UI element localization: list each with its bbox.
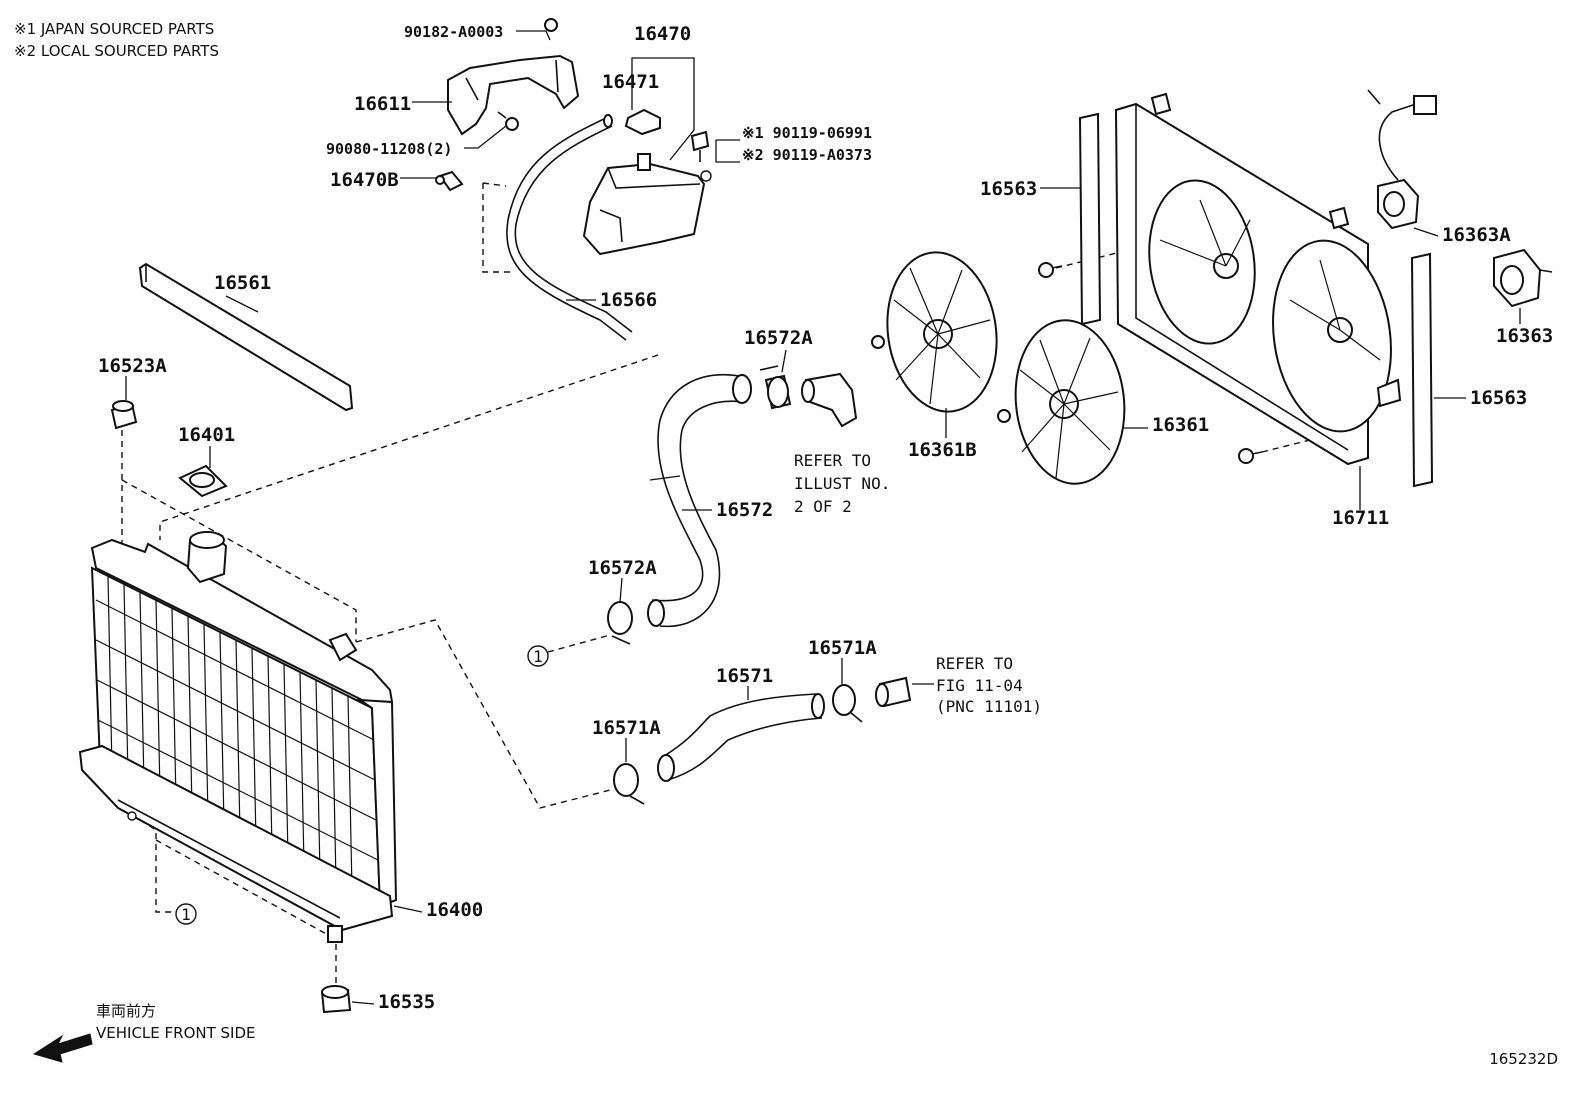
- label-16566: 16566: [600, 289, 657, 311]
- label-16563-left: 16563: [980, 178, 1037, 200]
- cooling-fan-left[interactable]: [871, 245, 1007, 418]
- refer-illust-line1: REFER TO: [794, 451, 871, 470]
- label-16401: 16401: [178, 424, 235, 446]
- label-16563-right: 16563: [1470, 387, 1527, 409]
- label-16363A: 16363A: [1442, 224, 1511, 246]
- reservoir-overflow-hose[interactable]: [506, 114, 633, 341]
- label-16611: 16611: [354, 93, 411, 115]
- label-16561: 16561: [214, 272, 271, 294]
- reservoir-tank[interactable]: [582, 153, 712, 256]
- refer-illust-line2: ILLUST NO.: [794, 474, 890, 493]
- overflow-hose-clamp[interactable]: [435, 170, 464, 192]
- lower-hose-clamp-bottom[interactable]: [613, 763, 645, 805]
- radiator[interactable]: [78, 531, 398, 943]
- label-16711: 16711: [1332, 507, 1389, 529]
- vehicle-front-arrow-icon: [32, 1033, 93, 1063]
- svg-text:1: 1: [533, 647, 543, 666]
- leader-lines: [125, 30, 1521, 1005]
- radiator-lower-cushion[interactable]: [320, 985, 352, 1014]
- note-local-sourced: ※2 LOCAL SOURCED PARTS: [14, 42, 219, 60]
- refer-fig-line2: FIG 11-04: [936, 676, 1023, 695]
- label-16363: 16363: [1496, 325, 1553, 347]
- radiator-upper-hose[interactable]: [647, 374, 752, 628]
- upper-hose-clamp-bottom[interactable]: [607, 601, 633, 645]
- engine-inlet-pipe[interactable]: [875, 676, 912, 708]
- label-90119-06991: ※1 90119-06991: [742, 124, 872, 142]
- radiator-lower-hose[interactable]: [657, 693, 825, 782]
- refer-fig-line3: (PNC 11101): [936, 697, 1042, 716]
- note-japan-sourced: ※1 JAPAN SOURCED PARTS: [14, 20, 215, 38]
- illustration-id: 165232D: [1489, 1050, 1558, 1068]
- water-outlet[interactable]: [801, 372, 858, 428]
- label-16523A: 16523A: [98, 355, 167, 377]
- label-90080-11208: 90080-11208(2): [326, 140, 452, 158]
- label-16470: 16470: [634, 23, 691, 45]
- shroud-seal-left[interactable]: [1078, 112, 1102, 326]
- label-16361: 16361: [1152, 414, 1209, 436]
- label-16361B: 16361B: [908, 439, 977, 461]
- svg-text:1: 1: [181, 905, 191, 924]
- cooling-fan-right[interactable]: [997, 315, 1132, 489]
- label-16572A-bottom: 16572A: [588, 557, 657, 579]
- label-16471: 16471: [602, 71, 659, 93]
- label-16571A-bottom: 16571A: [592, 717, 661, 739]
- label-90119-A0373: ※2 90119-A0373: [742, 146, 872, 164]
- shroud-bolt-bottom[interactable]: [1238, 448, 1263, 464]
- shroud-seal-right[interactable]: [1410, 252, 1434, 488]
- label-16572: 16572: [716, 499, 773, 521]
- vehicle-front-english: VEHICLE FRONT SIDE: [96, 1024, 256, 1042]
- connector-marker-radiator: 1: [175, 903, 197, 925]
- upper-hose-clamp-top[interactable]: [759, 365, 792, 410]
- radiator-seal-strip[interactable]: [138, 262, 354, 412]
- radiator-upper-cushion[interactable]: [110, 400, 138, 430]
- label-16572A-top: 16572A: [744, 327, 813, 349]
- refer-fig-line1: REFER TO: [936, 654, 1013, 673]
- radiator-core-fins: [95, 575, 379, 891]
- label-16571A-top: 16571A: [808, 637, 877, 659]
- connector-marker-hose: 1: [527, 645, 549, 667]
- label-16470B: 16470B: [330, 169, 399, 191]
- label-90182-A0003: 90182-A0003: [404, 23, 503, 41]
- fan-motor[interactable]: [1493, 248, 1553, 308]
- label-16571: 16571: [716, 665, 773, 687]
- vehicle-front-japanese: 車両前方: [96, 1002, 156, 1020]
- fan-shroud[interactable]: [1114, 92, 1403, 466]
- label-16400: 16400: [426, 899, 483, 921]
- shroud-bolt-top[interactable]: [1038, 262, 1063, 278]
- reservoir-mount-bolt[interactable]: [690, 130, 710, 162]
- refer-illust-line3: 2 OF 2: [794, 497, 852, 516]
- reservoir-bracket[interactable]: [447, 54, 580, 136]
- reservoir-cap[interactable]: [624, 108, 661, 136]
- lower-hose-clamp-top[interactable]: [832, 684, 863, 723]
- reservoir-bracket-nut[interactable]: [544, 18, 558, 32]
- label-16535: 16535: [378, 991, 435, 1013]
- reservoir-bracket-bolt[interactable]: [497, 111, 519, 131]
- radiator-cap[interactable]: [178, 464, 228, 498]
- fan-motor-with-harness[interactable]: [1367, 89, 1437, 230]
